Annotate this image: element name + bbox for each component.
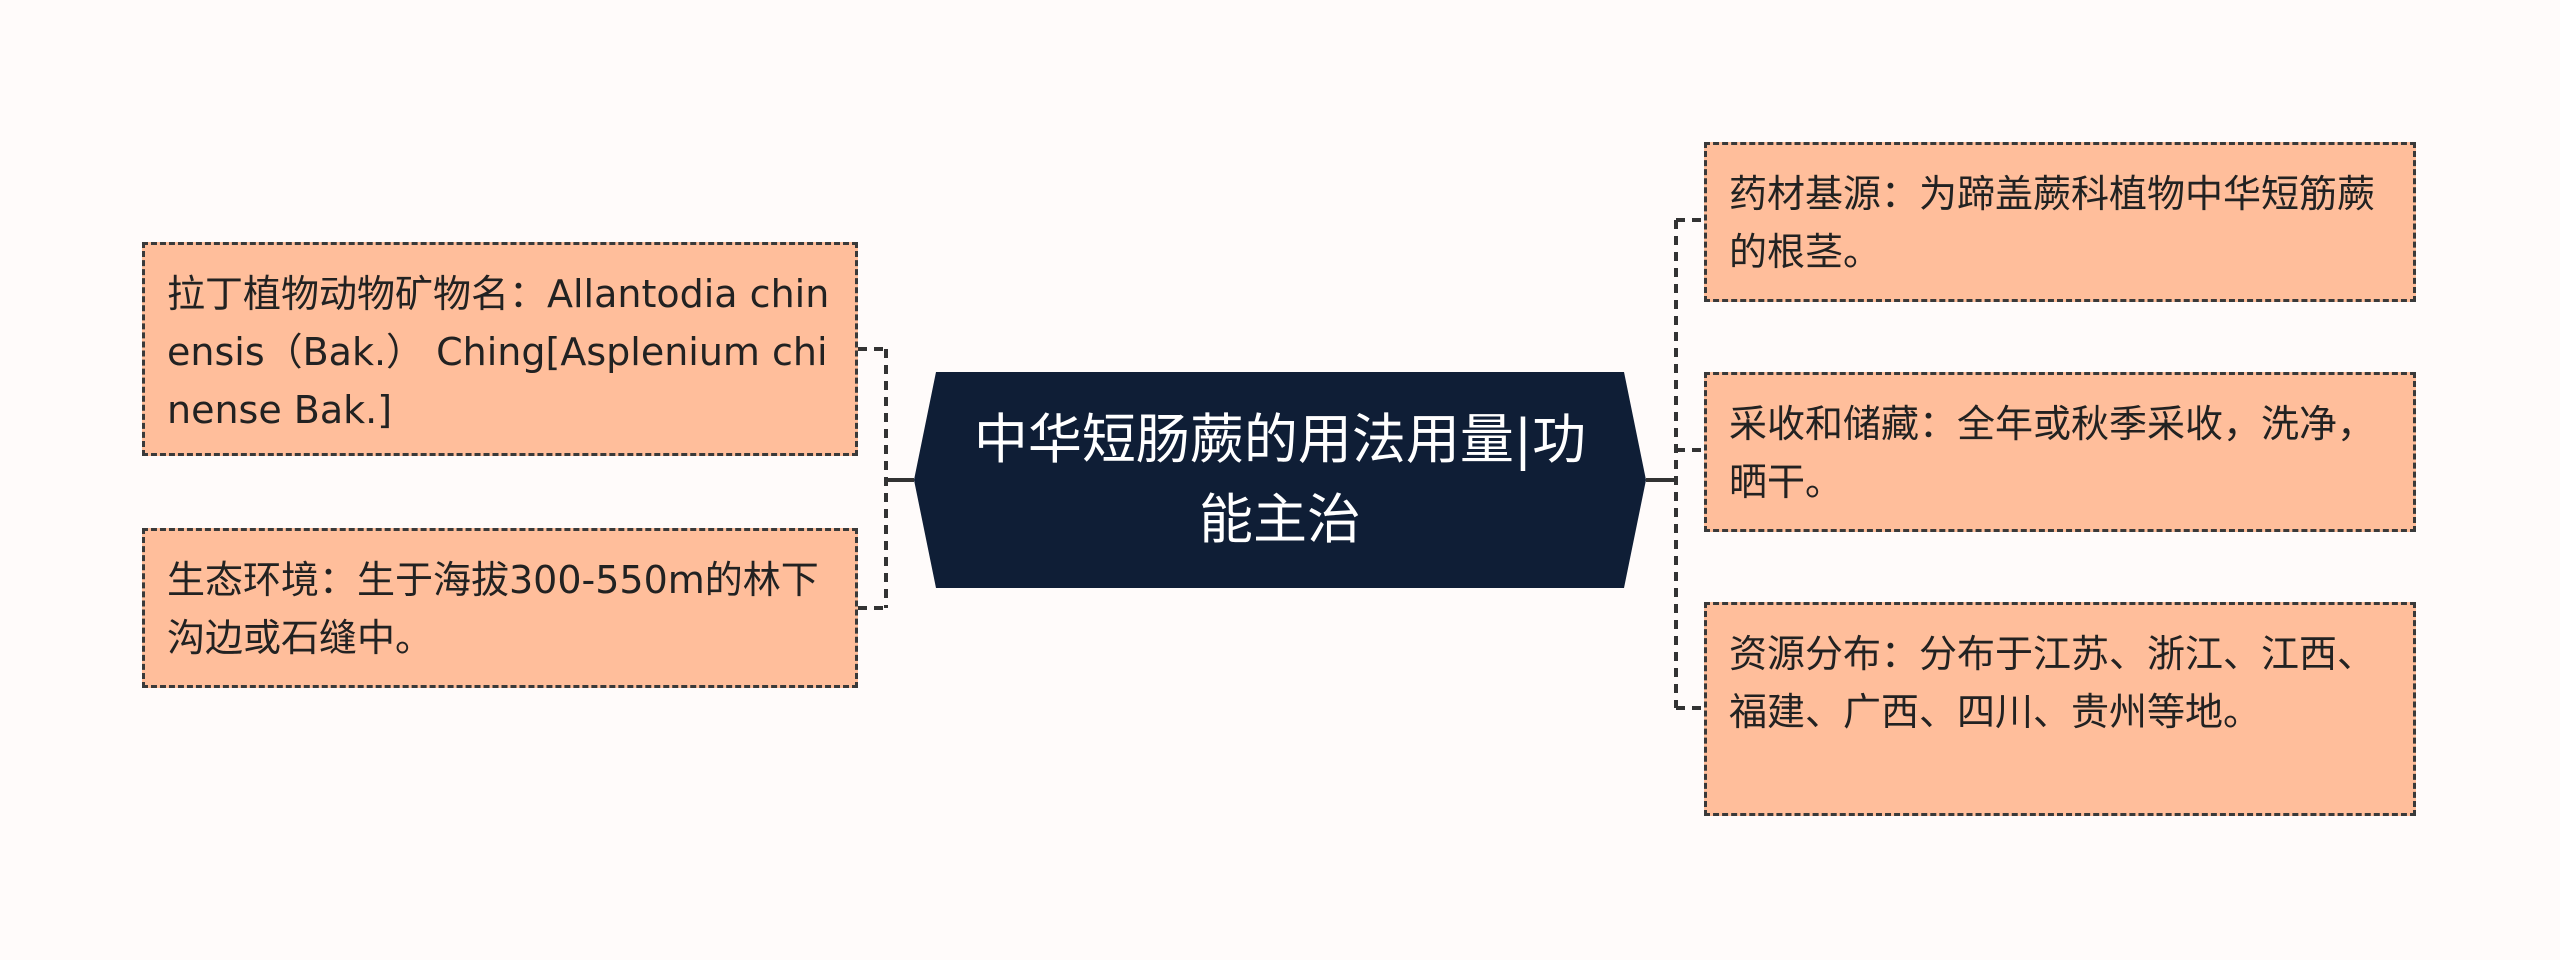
topic-harvest-storage[interactable]: 采收和储藏：全年或秋季采收，洗净，晒干。 xyxy=(1704,372,2416,532)
central-topic-title: 中华短肠蕨的用法用量|功能主治 xyxy=(973,408,1587,551)
topic-source[interactable]: 药材基源：为蹄盖蕨科植物中华短筋蕨的根茎。 xyxy=(1704,142,2416,302)
topic-distribution[interactable]: 资源分布：分布于江苏、浙江、江西、福建、广西、四川、贵州等地。 xyxy=(1704,602,2416,816)
topic-latin-name-text: 拉丁植物动物矿物名：Allantodia chinensis（Bak.） Chi… xyxy=(167,272,830,432)
central-topic[interactable]: 中华短肠蕨的用法用量|功能主治 xyxy=(914,372,1646,588)
topic-latin-name[interactable]: 拉丁植物动物矿物名：Allantodia chinensis（Bak.） Chi… xyxy=(142,242,858,456)
topic-distribution-text: 资源分布：分布于江苏、浙江、江西、福建、广西、四川、贵州等地。 xyxy=(1729,632,2376,734)
topic-source-text: 药材基源：为蹄盖蕨科植物中华短筋蕨的根茎。 xyxy=(1729,172,2376,274)
topic-habitat[interactable]: 生态环境：生于海拔300-550m的林下沟边或石缝中。 xyxy=(142,528,858,688)
topic-habitat-text: 生态环境：生于海拔300-550m的林下沟边或石缝中。 xyxy=(167,558,819,660)
topic-harvest-storage-text: 采收和储藏：全年或秋季采收，洗净，晒干。 xyxy=(1729,402,2376,504)
central-topic-shape xyxy=(914,372,1646,588)
